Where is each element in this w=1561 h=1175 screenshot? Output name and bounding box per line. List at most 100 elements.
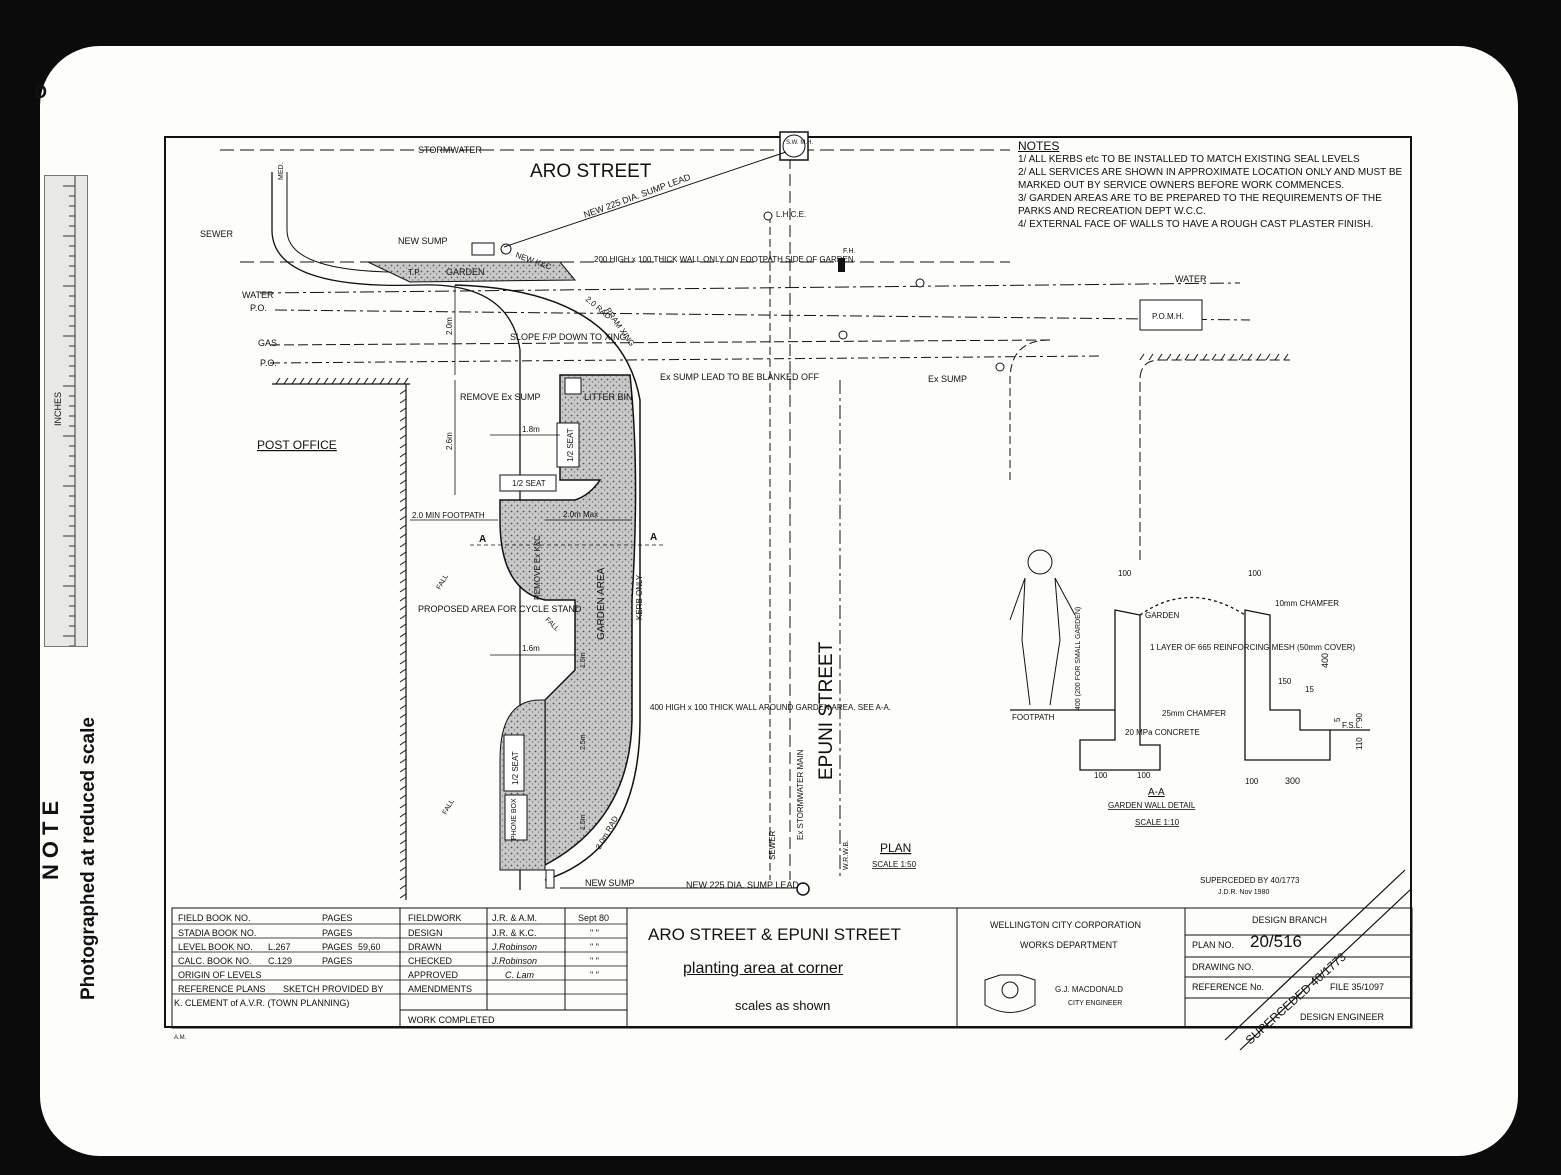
med-line bbox=[286, 172, 421, 273]
dim-25: 2.5m bbox=[580, 734, 587, 750]
garden-area-label: GARDEN AREA bbox=[596, 567, 607, 640]
plan-label: PLAN bbox=[880, 841, 911, 855]
engineer-name: G.J. MACDONALD bbox=[1055, 985, 1124, 994]
section-labels: GARDEN 10mm CHAMFER 1 LAYER OF 665 REINF… bbox=[1012, 569, 1364, 896]
gas-label: GAS bbox=[258, 338, 277, 348]
half-seat-label-3: 1/2 SEAT bbox=[511, 751, 520, 785]
note-item-3: 3/ GARDEN AREAS ARE TO BE PREPARED TO TH… bbox=[1018, 193, 1382, 217]
section-dim-150: 150 bbox=[1278, 677, 1292, 686]
tb-ref-plans: REFERENCE PLANS bbox=[178, 984, 266, 994]
swmh-label: S.W. M.H. bbox=[786, 140, 813, 146]
kerb-hatch bbox=[1265, 353, 1271, 361]
kerb-hatch bbox=[399, 434, 407, 440]
section-footpath: FOOTPATH bbox=[1012, 713, 1055, 722]
kerb-hatch bbox=[399, 551, 407, 557]
tb-calc-book-val: C.129 bbox=[268, 956, 293, 966]
coat-of-arms bbox=[984, 974, 1036, 1013]
kerb-hatch bbox=[307, 377, 313, 385]
tb-work-completed: WORK COMPLETED bbox=[408, 1015, 495, 1025]
kerb-hatch bbox=[323, 377, 329, 385]
kerb-hatch bbox=[1229, 353, 1235, 361]
kerb-hatch bbox=[399, 857, 407, 863]
pomh-box bbox=[1139, 299, 1203, 331]
scale-ruler: INCHES bbox=[44, 175, 88, 647]
kerb-hatch bbox=[399, 398, 407, 404]
note-item-4: 4/ EXTERNAL FACE OF WALLS TO HAVE A ROUG… bbox=[1018, 219, 1374, 230]
tb-role-amendments: AMENDMENTS bbox=[408, 984, 473, 994]
tb-role-drawn: DRAWN bbox=[408, 942, 442, 952]
wrwb-label: W.R.W.B. bbox=[843, 840, 850, 870]
half-seat-2 bbox=[499, 474, 557, 492]
kerb-hatch bbox=[399, 569, 407, 575]
kerb-hatch bbox=[1247, 353, 1253, 361]
sump-circle bbox=[500, 243, 512, 255]
section-dim-100d: 100 bbox=[1137, 771, 1151, 780]
kerb-hatch bbox=[399, 587, 407, 593]
kerb-hatch bbox=[395, 377, 401, 385]
kerb-hatch bbox=[399, 389, 407, 395]
kerb-hatch bbox=[399, 515, 407, 521]
tb-calc-pages: PAGES bbox=[322, 956, 353, 966]
dim-18: 1.8m bbox=[522, 425, 540, 434]
tb-level-pages-val: 59,60 bbox=[358, 942, 381, 952]
phone-box-label: PHONE BOX bbox=[511, 798, 518, 840]
kerb-hatch bbox=[399, 470, 407, 476]
fall-label-2: FALL bbox=[544, 616, 561, 633]
post-office-label: POST OFFICE bbox=[257, 438, 337, 452]
kerb-hatch bbox=[1193, 353, 1199, 361]
kerb-hatch bbox=[1202, 353, 1208, 361]
kerb-hatch bbox=[299, 377, 305, 385]
ruler-label: INCHES bbox=[53, 392, 63, 426]
reference-no-label: REFERENCE No. bbox=[1192, 982, 1265, 992]
half-seat-label-1: 1/2 SEAT bbox=[566, 428, 575, 462]
tb-role-checked: CHECKED bbox=[408, 956, 453, 966]
kerb-hatch bbox=[387, 377, 393, 385]
sewer-label: SEWER bbox=[200, 229, 234, 239]
kerb-hatch bbox=[399, 875, 407, 881]
plan-labels: STORMWATER SEWER WATER P.O. GAS P.O. MED… bbox=[200, 145, 1207, 890]
kerb-hatch bbox=[399, 893, 407, 899]
drawing-sheet bbox=[40, 46, 1518, 1156]
tb-date-fieldwork: Sept 80 bbox=[578, 913, 610, 923]
aro-street-label: ARO STREET bbox=[530, 161, 652, 182]
cycle-stand-label: PROPOSED AREA FOR CYCLE STAND bbox=[418, 604, 582, 614]
tb-ref-by: K. CLEMENT of A.V.R. (TOWN PLANNING) bbox=[174, 998, 350, 1008]
remove-kc-label: REMOVE Ex K&C bbox=[533, 535, 542, 600]
tb-who-fieldwork: J.R. & A.M. bbox=[492, 913, 538, 923]
corner-mark: D bbox=[34, 82, 47, 102]
tb-who-approved: C. Lam bbox=[505, 970, 535, 980]
dim-16: 1.6m bbox=[522, 644, 540, 653]
sewer2-label: SEWER bbox=[768, 830, 777, 860]
tb-who-checked: J.Robinson bbox=[492, 956, 538, 966]
kerb-hatch bbox=[399, 713, 407, 719]
tb-date-checked: " " bbox=[590, 956, 599, 966]
kerb-hatch bbox=[399, 416, 407, 422]
tb-ref-plans-val: SKETCH PROVIDED BY bbox=[283, 984, 384, 994]
po2-label: P.O. bbox=[260, 358, 277, 368]
footpath-edge bbox=[271, 172, 521, 890]
kerb-hatch bbox=[399, 731, 407, 737]
kerb-hatch bbox=[399, 740, 407, 746]
kerb-hatch bbox=[315, 377, 321, 385]
new-sump-label: NEW SUMP bbox=[398, 236, 448, 246]
water-label: WATER bbox=[242, 290, 274, 300]
section-scale: SCALE 1:10 bbox=[1135, 818, 1180, 827]
tb-date-approved: " " bbox=[590, 970, 599, 980]
superceded-initials: J.D.R. Nov 1980 bbox=[1218, 889, 1269, 896]
half-seat-1 bbox=[556, 422, 580, 468]
kerb-hatch bbox=[399, 479, 407, 485]
med-label: MED. bbox=[278, 162, 285, 180]
kerb-hatch bbox=[399, 560, 407, 566]
superceded-stamp bbox=[1224, 869, 1411, 1051]
section-small-garden: 400 (200 FOR SMALL GARDEN) bbox=[1075, 607, 1082, 710]
note-item-1: 1/ ALL KERBS etc TO BE INSTALLED TO MATC… bbox=[1018, 154, 1360, 165]
tb-field-book: FIELD BOOK NO. bbox=[178, 913, 251, 923]
kerb-hatch bbox=[399, 659, 407, 665]
section-title: A-A bbox=[1148, 787, 1165, 798]
section-dim-5: 5 bbox=[1333, 717, 1342, 722]
kerb-hatch bbox=[399, 641, 407, 647]
kerb-hatch bbox=[1175, 353, 1181, 361]
kerb-hatch bbox=[399, 794, 407, 800]
section-detail bbox=[1010, 596, 1370, 771]
